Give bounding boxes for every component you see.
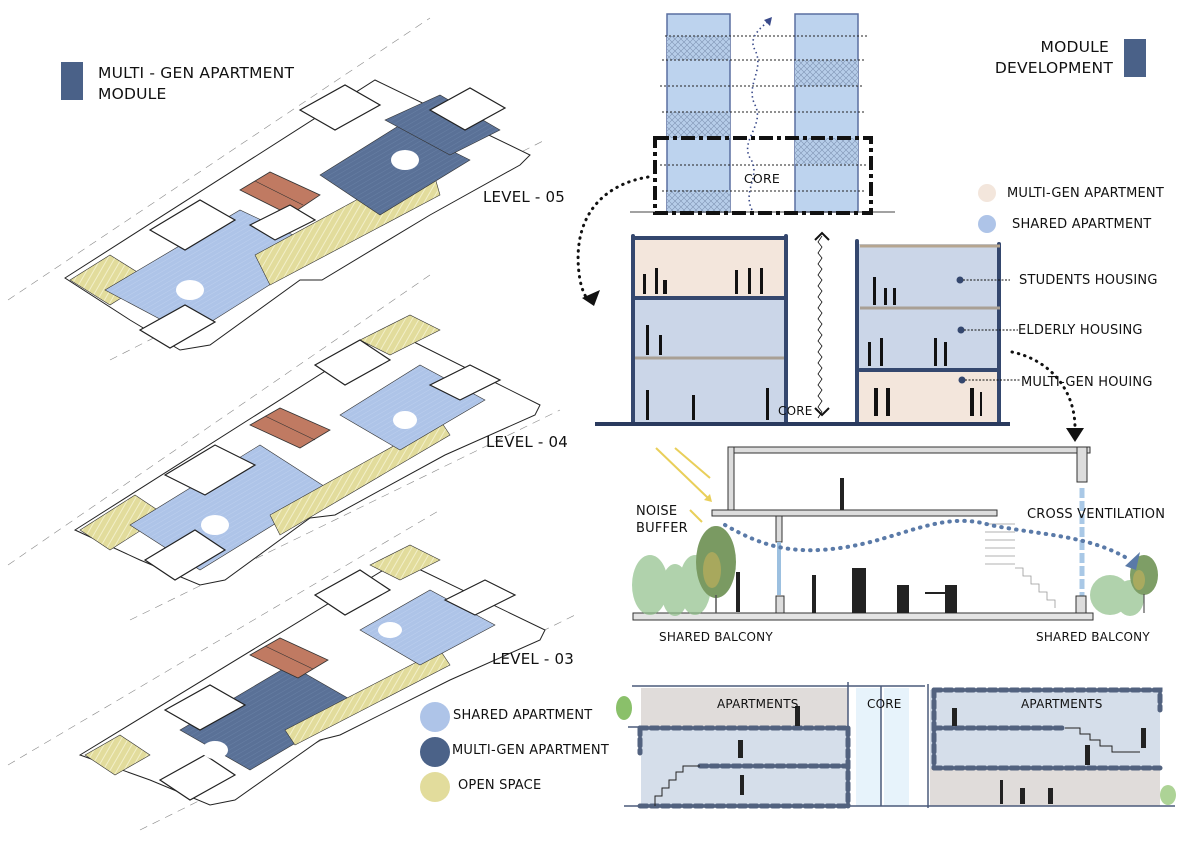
section-core-label: CORE	[778, 404, 813, 418]
development-title-line2: DEVELOPMENT	[994, 59, 1113, 77]
noise-buffer-line1: NOISE	[636, 504, 678, 519]
shared-balcony-right-label: SHARED BALCONY	[1036, 630, 1150, 644]
module-title-line1: MULTI - GEN APARTMENT	[98, 64, 295, 82]
shared-apartment-label: SHARED APARTMENT	[453, 708, 593, 723]
level-04-label: LEVEL - 04	[486, 433, 568, 451]
bottom-core-label: CORE	[867, 697, 902, 711]
noise-buffer-label: NOISE BUFFER	[636, 503, 688, 537]
noise-buffer-line2: BUFFER	[636, 521, 688, 536]
apartments-right-label: APARTMENTS	[1021, 697, 1103, 711]
housing-section-diagram	[595, 231, 1020, 426]
development-title: MODULE DEVELOPMENT	[968, 37, 1113, 79]
level-05-plan	[7, 17, 546, 361]
multi-gen-apartment-label: MULTI-GEN APARTMENT	[452, 743, 609, 758]
development-title-line1: MODULE	[1040, 38, 1109, 56]
level-03-plan	[7, 509, 576, 831]
shared-apartment-swatch	[420, 702, 450, 732]
flow-arrow-left	[576, 175, 650, 302]
open-space-label: OPEN SPACE	[458, 778, 542, 793]
module-core-label: CORE	[744, 171, 780, 186]
level-04-plan	[7, 274, 561, 621]
development-title-marker	[1124, 39, 1146, 77]
elderly-housing-label: ELDERLY HOUSING	[1018, 323, 1143, 338]
balcony-section-drawing	[632, 446, 1158, 621]
module-stack-diagram	[630, 13, 895, 215]
module-legend-multigen-label: MULTI-GEN APARTMENT	[1007, 186, 1164, 201]
cross-ventilation-label: CROSS VENTILATION	[1027, 507, 1166, 522]
apartments-section-drawing	[616, 682, 1176, 809]
students-housing-label: STUDENTS HOUSING	[1019, 273, 1158, 288]
shared-balcony-left-label: SHARED BALCONY	[659, 630, 773, 644]
module-legend-shared-label: SHARED APARTMENT	[1012, 217, 1152, 232]
multi-gen-apartment-swatch	[420, 737, 450, 767]
flow-arrow-right	[1010, 350, 1077, 430]
apartments-left-label: APARTMENTS	[717, 697, 799, 711]
module-legend-shared-swatch	[978, 215, 996, 233]
level-03-label: LEVEL - 03	[492, 650, 574, 668]
module-legend-multigen-swatch	[978, 184, 996, 202]
multi-gen-housing-label: MULTI-GEN HOUING	[1021, 375, 1153, 390]
level-05-label: LEVEL - 05	[483, 188, 565, 206]
module-title-marker	[61, 62, 83, 100]
module-title-line2: MODULE	[98, 85, 167, 103]
module-title: MULTI - GEN APARTMENT MODULE	[98, 63, 294, 105]
open-space-swatch	[420, 772, 450, 802]
